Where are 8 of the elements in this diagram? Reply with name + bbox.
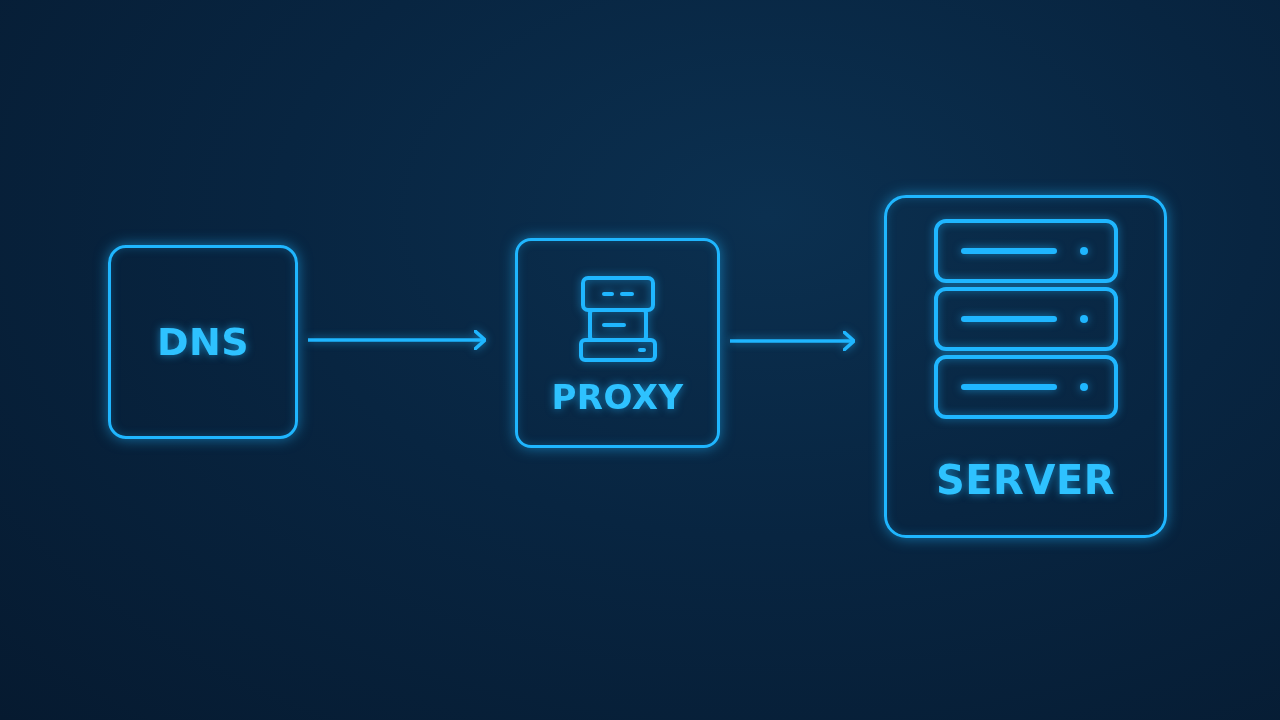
arrow: [308, 329, 487, 351]
process-box: [515, 238, 720, 448]
process-box: [108, 245, 298, 439]
node-label: PROXY: [551, 377, 684, 417]
node-label: SERVER: [936, 457, 1115, 503]
arrow: [730, 330, 856, 352]
node-label: DNS: [156, 320, 250, 364]
process-box: [884, 195, 1167, 538]
